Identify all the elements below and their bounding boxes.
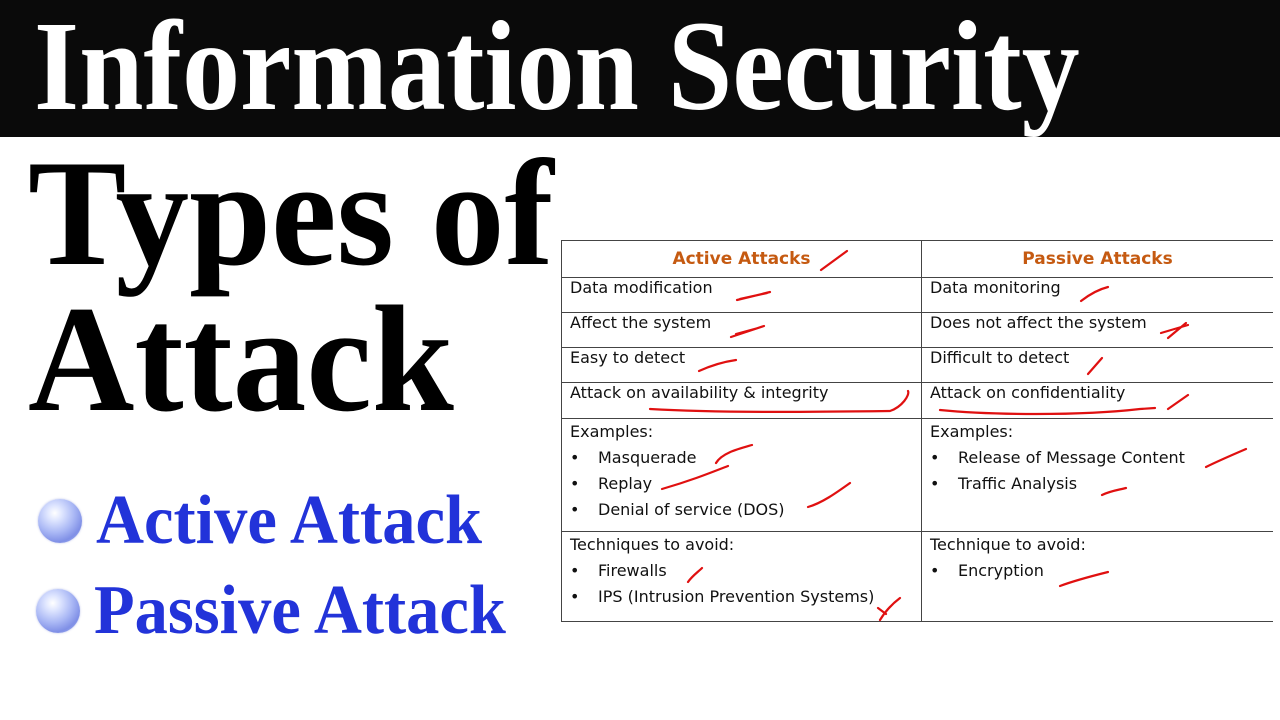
techniques-list: Encryption: [930, 558, 1273, 584]
table-row-techniques: Techniques to avoid: Firewalls IPS (Intr…: [561, 531, 1273, 622]
cell-passive: Attack on confidentiality: [921, 382, 1273, 419]
bullet-passive-attack: Passive Attack: [36, 576, 528, 646]
cell-active: Attack on availability & integrity: [561, 382, 922, 419]
cell-active: Affect the system: [561, 312, 922, 348]
table-row: Data modification Data monitoring: [561, 277, 1273, 313]
cell-text: Attack on availability & integrity: [570, 383, 829, 402]
comparison-table: Active Attacks Passive Attacks Data modi…: [561, 240, 1273, 622]
list-item: Masquerade: [570, 445, 921, 471]
cell-text: Data monitoring: [930, 278, 1061, 297]
cell-text: Does not affect the system: [930, 313, 1147, 332]
orb-bullet-icon: [36, 589, 80, 633]
cell-active-techniques: Techniques to avoid: Firewalls IPS (Intr…: [561, 531, 922, 622]
check-mark-icon: [729, 324, 766, 339]
cell-text: Difficult to detect: [930, 348, 1070, 367]
check-mark-icon: [819, 249, 849, 272]
check-mark-icon: [1079, 285, 1110, 303]
cell-passive-techniques: Technique to avoid: Encryption: [921, 531, 1273, 622]
bullet-label: Passive Attack: [94, 572, 506, 649]
banner-title: Information Security: [34, 0, 1080, 137]
list-item: Replay: [570, 471, 921, 497]
techniques-heading: Techniques to avoid:: [570, 535, 735, 554]
check-mark-icon: [697, 358, 738, 373]
list-item: IPS (Intrusion Prevention Systems): [570, 584, 921, 610]
cell-text: Affect the system: [570, 313, 712, 332]
header-active-attacks: Active Attacks: [561, 240, 922, 278]
table-row-examples: Examples: Masquerade Replay Denial of se…: [561, 418, 1273, 532]
bullet-active-attack: Active Attack: [38, 486, 502, 556]
cell-active: Easy to detect: [561, 347, 922, 383]
cell-passive-examples: Examples: Release of Message Content Tra…: [921, 418, 1273, 532]
header-label: Passive Attacks: [1022, 249, 1173, 269]
cell-passive: Data monitoring: [921, 277, 1273, 313]
table-row: Attack on availability & integrity Attac…: [561, 382, 1273, 419]
slide-title-line-2: Attack: [28, 275, 454, 443]
list-item: Encryption: [930, 558, 1273, 584]
examples-list: Release of Message Content Traffic Analy…: [930, 445, 1273, 497]
list-item: Traffic Analysis: [930, 471, 1273, 497]
techniques-heading: Technique to avoid:: [930, 535, 1086, 554]
bullet-label: Active Attack: [96, 482, 482, 559]
examples-heading: Examples:: [930, 422, 1014, 441]
examples-list: Masquerade Replay Denial of service (DOS…: [570, 445, 921, 523]
table-row: Easy to detect Difficult to detect: [561, 347, 1273, 383]
slide-title: Types of Attack: [28, 129, 554, 443]
cell-active-examples: Examples: Masquerade Replay Denial of se…: [561, 418, 922, 532]
cell-active: Data modification: [561, 277, 922, 313]
check-mark-icon: [735, 290, 772, 302]
title-banner: Information Security: [0, 0, 1280, 137]
check-mark-icon: [1159, 321, 1190, 340]
list-item: Denial of service (DOS): [570, 497, 921, 523]
table-header-row: Active Attacks Passive Attacks: [561, 240, 1273, 278]
techniques-list: Firewalls IPS (Intrusion Prevention Syst…: [570, 558, 921, 610]
examples-heading: Examples:: [570, 422, 654, 441]
cell-passive: Difficult to detect: [921, 347, 1273, 383]
orb-bullet-icon: [38, 499, 82, 543]
cell-text: Data modification: [570, 278, 713, 297]
list-item: Firewalls: [570, 558, 921, 584]
header-passive-attacks: Passive Attacks: [921, 240, 1273, 278]
cell-passive: Does not affect the system: [921, 312, 1273, 348]
table-row: Affect the system Does not affect the sy…: [561, 312, 1273, 348]
check-mark-icon: [1086, 356, 1104, 376]
cell-text: Easy to detect: [570, 348, 686, 367]
slide-title-line-1: Types of: [28, 129, 554, 297]
header-label: Active Attacks: [672, 249, 811, 269]
cell-text: Attack on confidentiality: [930, 383, 1126, 402]
list-item: Release of Message Content: [930, 445, 1273, 471]
